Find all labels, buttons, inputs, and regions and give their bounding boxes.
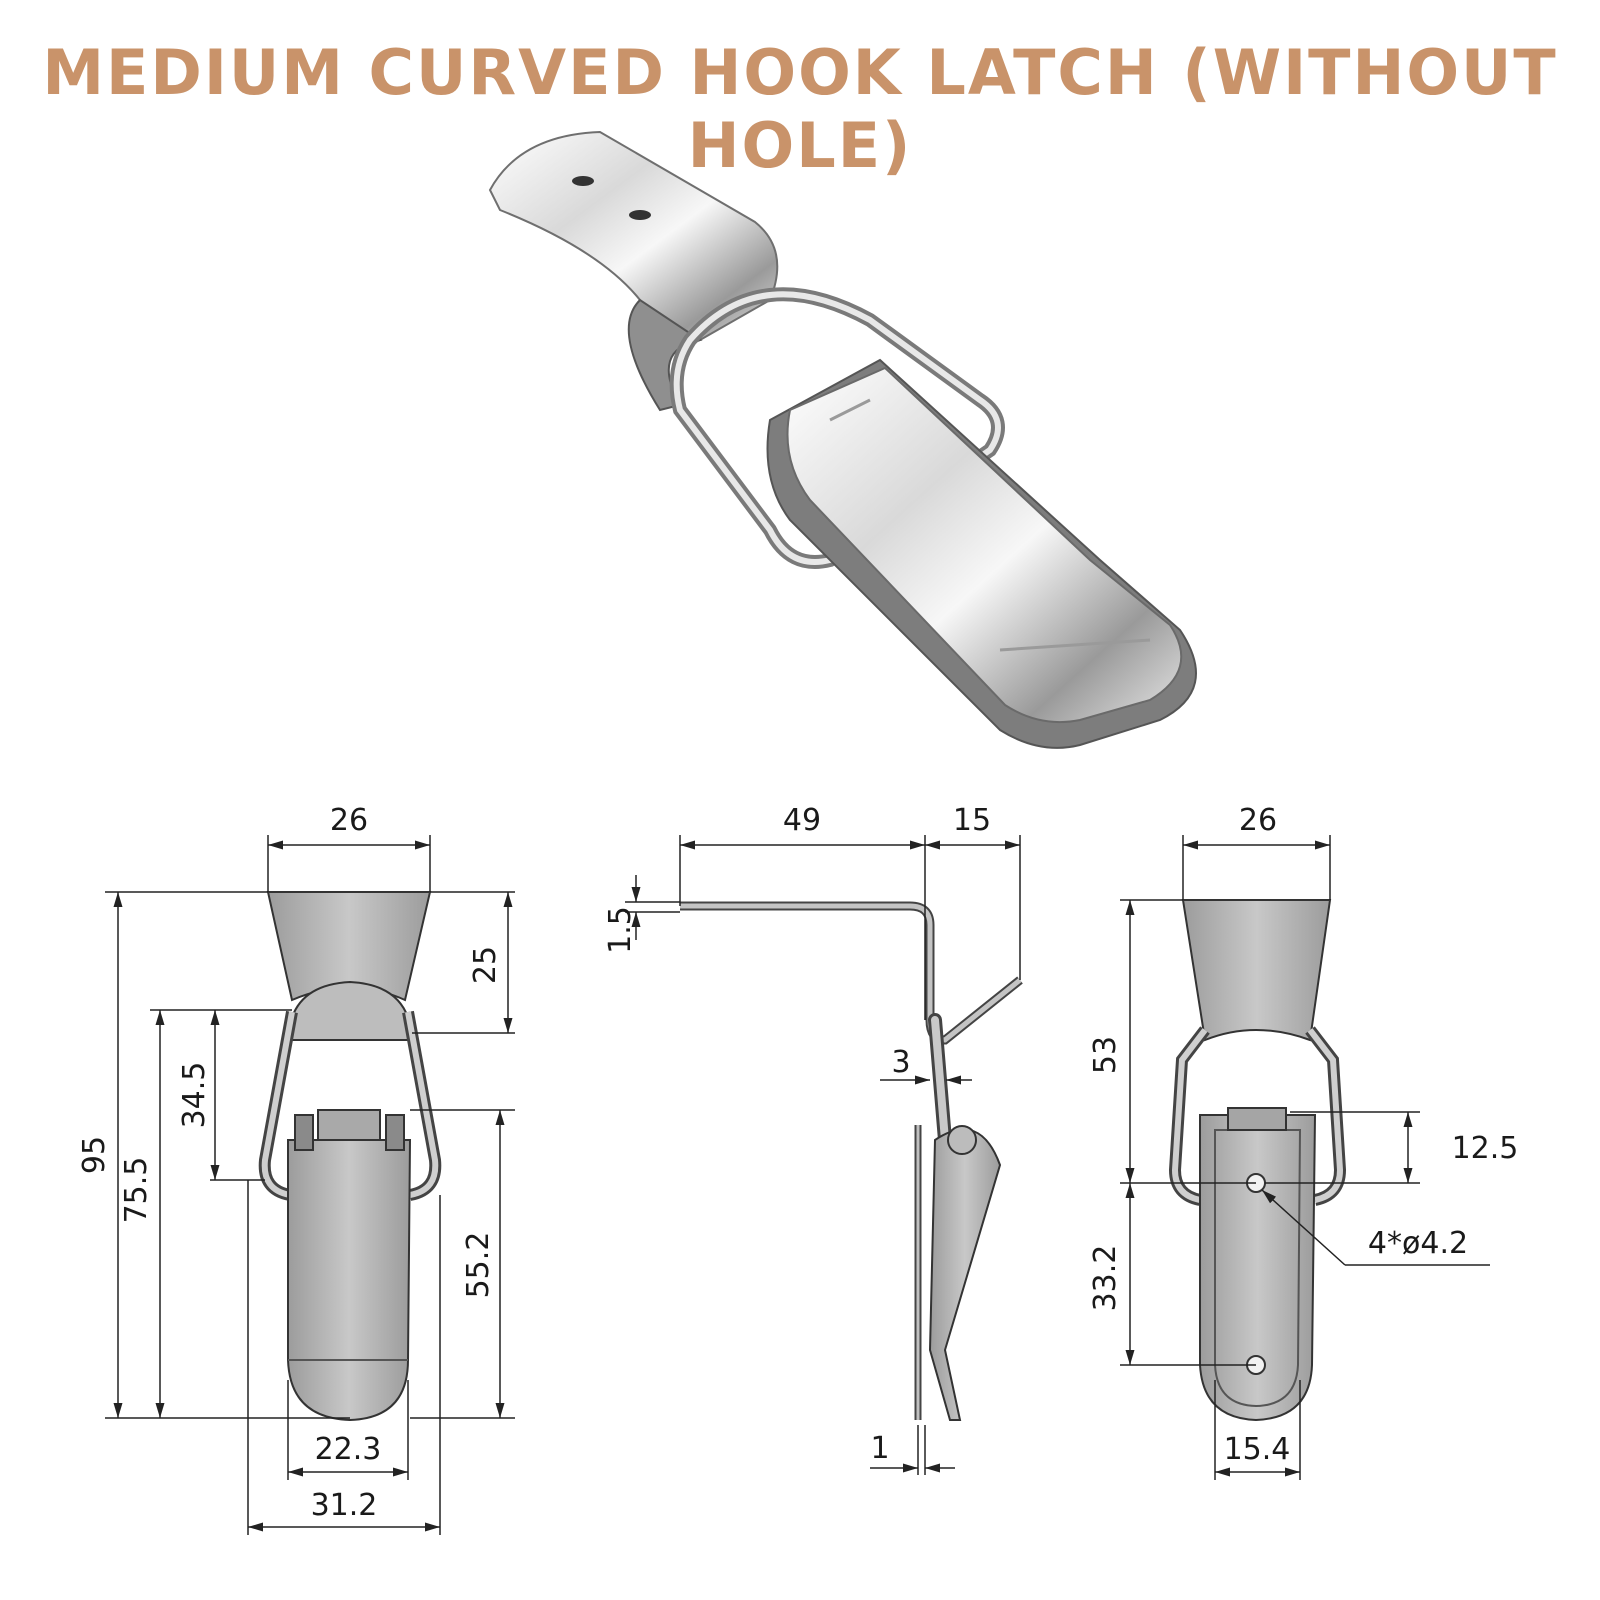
dim-back-holes: 4*ø4.2 (1368, 1226, 1468, 1261)
dim-side-wire: 3 (891, 1045, 910, 1080)
dim-side-length: 49 (783, 803, 821, 838)
dim-front-base-height: 75.5 (119, 1157, 154, 1224)
dim-front-lever-height: 55.2 (461, 1232, 496, 1299)
dim-front-top-width: 26 (330, 803, 368, 838)
back-view (1168, 899, 1347, 1422)
dim-front-loop-width: 31.2 (311, 1488, 378, 1523)
dim-front-overall-height: 95 (77, 1136, 112, 1174)
dim-front-loop-height: 34.5 (177, 1062, 212, 1129)
side-view (680, 901, 1023, 1421)
page-title: MEDIUM CURVED HOOK LATCH (WITHOUT HOLE) (42, 36, 1558, 182)
dim-back-top-width: 26 (1239, 803, 1277, 838)
dim-side-thickness: 1.5 (603, 906, 638, 954)
dim-side-lever-thickness: 1 (870, 1431, 889, 1466)
dim-back-plate-height: 53 (1088, 1036, 1123, 1074)
dim-front-lever-width: 22.3 (315, 1432, 382, 1467)
dim-back-lever-width: 15.4 (1224, 1432, 1291, 1467)
dim-front-plate-height: 25 (468, 946, 503, 984)
latch-product-illustration (488, 130, 1197, 749)
front-view (258, 891, 442, 1422)
dim-back-hole-spacing: 33.2 (1088, 1245, 1123, 1312)
dim-back-hole-offset: 12.5 (1452, 1131, 1519, 1166)
dim-side-offset: 15 (953, 803, 991, 838)
